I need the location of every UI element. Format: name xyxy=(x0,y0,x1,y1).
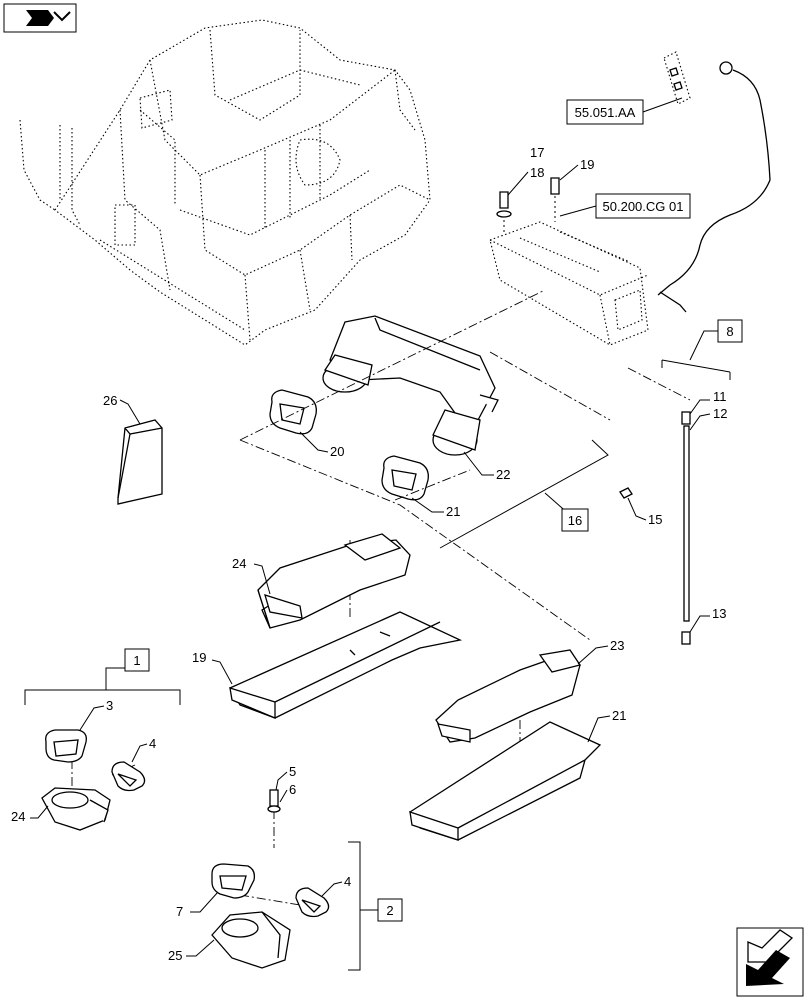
panel-26-drawing xyxy=(117,419,163,505)
svg-text:24: 24 xyxy=(11,809,25,824)
callout-9: 11 xyxy=(689,389,727,415)
callout-15: 15 xyxy=(627,497,662,527)
tray-19-drawing xyxy=(229,611,463,719)
svg-text:2: 2 xyxy=(386,903,393,918)
svg-text:21: 21 xyxy=(612,708,626,723)
duct-21-drawing xyxy=(257,533,411,629)
screw-14-drawing xyxy=(550,177,560,222)
group-2-box[interactable]: 2 xyxy=(377,898,403,922)
group-8-box[interactable]: 8 xyxy=(717,319,743,343)
reference-55-051-aa[interactable]: 55.051.AA xyxy=(566,99,644,125)
pin-15-drawing xyxy=(619,487,633,499)
group-1-bracket xyxy=(24,667,181,705)
callout-14: 19 xyxy=(559,157,594,181)
svg-text:5: 5 xyxy=(289,764,296,779)
svg-text:1: 1 xyxy=(133,653,140,668)
gasket-18-drawing xyxy=(381,455,429,501)
svg-text:7: 7 xyxy=(176,904,183,919)
group-16-box[interactable]: 16 xyxy=(561,508,589,532)
group-16-bracket xyxy=(439,439,609,549)
callout-12: 17 xyxy=(530,145,544,160)
svg-text:16: 16 xyxy=(568,513,582,528)
svg-text:25: 25 xyxy=(168,948,182,963)
seal-7-drawing xyxy=(211,863,256,899)
callout-7: 7 xyxy=(176,891,219,919)
callout-25: 25 xyxy=(168,939,215,963)
svg-text:50.200.CG 01: 50.200.CG 01 xyxy=(603,199,684,214)
svg-text:4: 4 xyxy=(344,874,351,889)
seal-3-drawing xyxy=(45,729,87,763)
callout-17: 20 xyxy=(299,431,344,459)
callout-24: 24 xyxy=(11,805,49,824)
reference-50-200-cg-01[interactable]: 50.200.CG 01 xyxy=(595,193,691,219)
svg-text:24: 24 xyxy=(232,556,246,571)
svg-text:26: 26 xyxy=(103,393,117,408)
screw-5-6-drawing xyxy=(267,789,281,813)
group-1-box[interactable]: 1 xyxy=(124,648,150,672)
outlet-25-drawing xyxy=(211,911,291,969)
air-duct-23-drawing xyxy=(322,315,499,456)
callout-23: 22 xyxy=(463,451,510,482)
callout-4-lower: 4 xyxy=(321,874,351,897)
svg-text:4: 4 xyxy=(149,736,156,751)
callout-10: 12 xyxy=(689,406,727,431)
callout-26: 26 xyxy=(103,393,141,425)
rod-group-8-drawing xyxy=(661,359,731,645)
svg-text:22: 22 xyxy=(496,467,510,482)
next-page-arrow-icon[interactable] xyxy=(736,927,804,997)
outlet-24-drawing xyxy=(41,787,111,831)
svg-text:12: 12 xyxy=(713,406,727,421)
svg-text:20: 20 xyxy=(330,444,344,459)
svg-text:21: 21 xyxy=(446,504,460,519)
callout-19: 19 xyxy=(192,650,233,685)
svg-text:13: 13 xyxy=(712,606,726,621)
svg-text:8: 8 xyxy=(726,324,733,339)
svg-text:18: 18 xyxy=(530,165,544,180)
svg-text:55.051.AA: 55.051.AA xyxy=(575,105,636,120)
svg-text:11: 11 xyxy=(713,389,727,404)
callout-4-upper: 4 xyxy=(131,736,156,763)
callout-18: 21 xyxy=(411,497,460,519)
callout-3: 3 xyxy=(79,698,113,731)
group-2-bracket xyxy=(348,841,378,971)
callout-11: 13 xyxy=(689,606,726,633)
seal-4-upper-drawing xyxy=(111,761,146,792)
book-arrow-icon[interactable] xyxy=(3,3,77,33)
svg-text:23: 23 xyxy=(610,638,624,653)
callout-22: 23 xyxy=(577,638,624,665)
duct-22-drawing xyxy=(435,649,582,743)
svg-text:3: 3 xyxy=(106,698,113,713)
callout-5: 5 xyxy=(275,764,296,791)
svg-text:6: 6 xyxy=(289,782,296,797)
callout-6: 6 xyxy=(279,782,296,803)
callout-20: 21 xyxy=(587,708,626,743)
svg-text:19: 19 xyxy=(580,157,594,172)
callout-13: 18 xyxy=(507,165,544,196)
svg-text:19: 19 xyxy=(192,650,206,665)
heater-housing-drawing xyxy=(489,221,649,346)
harness-connector-drawing xyxy=(657,51,771,313)
cab-frame-drawing xyxy=(19,19,431,346)
gasket-17-drawing xyxy=(269,389,317,435)
callout-21: 24 xyxy=(232,556,271,595)
seal-4-lower-drawing xyxy=(295,887,330,918)
svg-text:15: 15 xyxy=(648,512,662,527)
tray-20-drawing xyxy=(409,721,602,841)
screw-12-13-drawing xyxy=(496,191,512,235)
svg-text:17: 17 xyxy=(530,145,544,160)
reference-lines xyxy=(71,289,691,906)
